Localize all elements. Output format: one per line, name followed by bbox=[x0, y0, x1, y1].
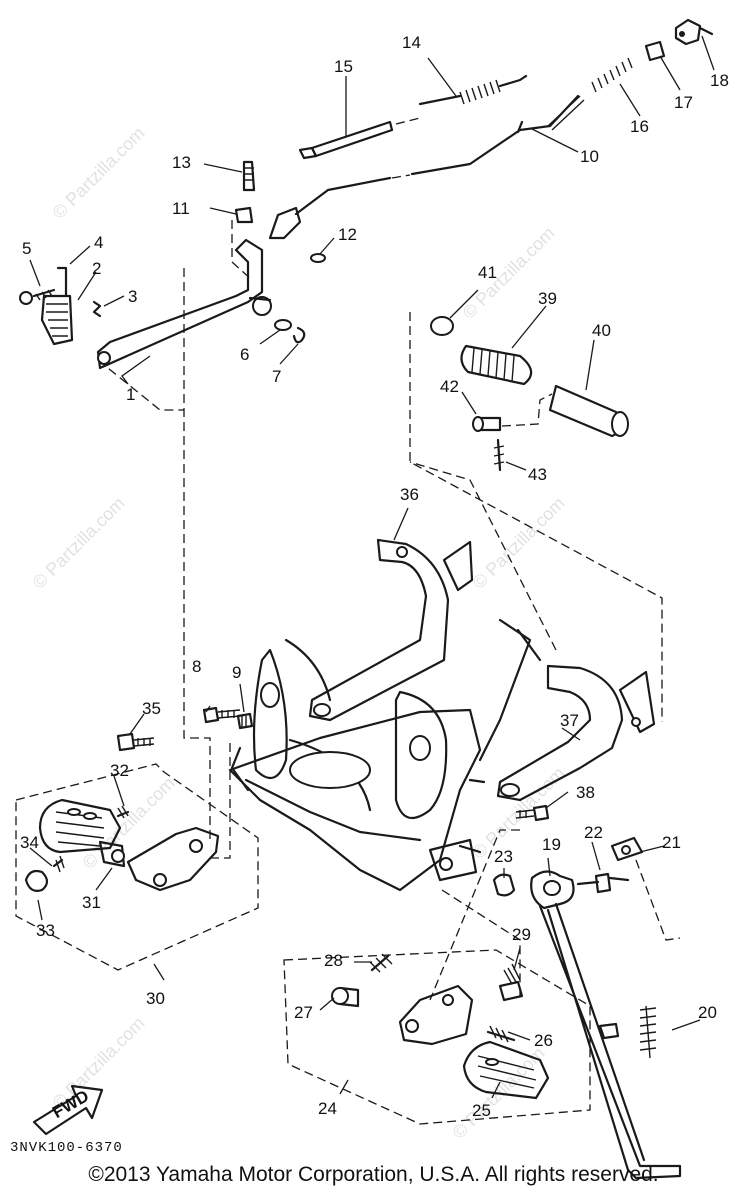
callout-7: 7 bbox=[272, 367, 281, 386]
callout-35: 35 bbox=[142, 699, 161, 718]
callout-9: 9 bbox=[232, 663, 241, 682]
callout-25: 25 bbox=[472, 1101, 491, 1120]
footrest-lower bbox=[283, 949, 591, 1125]
callout-27: 27 bbox=[294, 1003, 313, 1022]
callout-2: 2 bbox=[92, 259, 101, 278]
part-code: 3NVK100-6370 bbox=[10, 1140, 123, 1156]
callout-14: 14 bbox=[402, 33, 421, 52]
callout-5: 5 bbox=[22, 239, 31, 258]
callout-36: 36 bbox=[400, 485, 419, 504]
callout-3: 3 bbox=[128, 287, 137, 306]
callout-26: 26 bbox=[534, 1031, 553, 1050]
callout-41: 41 bbox=[478, 263, 497, 282]
watermark: © Partzilla.com bbox=[29, 493, 129, 593]
side-stand bbox=[429, 829, 682, 1180]
footrest-bracket-right bbox=[496, 664, 656, 802]
callout-6: 6 bbox=[240, 345, 249, 364]
callout-8: 8 bbox=[192, 657, 201, 676]
callout-4: 4 bbox=[94, 233, 103, 252]
callout-21: 21 bbox=[662, 833, 681, 852]
callout-20: 20 bbox=[698, 1003, 717, 1022]
bolts bbox=[116, 706, 550, 822]
callout-11: 11 bbox=[172, 199, 190, 218]
callout-19: 19 bbox=[542, 835, 561, 854]
callout-30: 30 bbox=[146, 989, 165, 1008]
springs-top bbox=[298, 18, 714, 160]
copyright-notice: ©2013 Yamaha Motor Corporation, U.S.A. A… bbox=[88, 1163, 659, 1186]
callout-10: 10 bbox=[580, 147, 599, 166]
callout-22: 22 bbox=[584, 823, 603, 842]
callout-18: 18 bbox=[710, 71, 729, 90]
callout-29: 29 bbox=[512, 925, 531, 944]
callout-37: 37 bbox=[560, 711, 579, 730]
callout-1: 1 bbox=[126, 385, 135, 404]
leader-lines bbox=[29, 35, 715, 1099]
callout-17: 17 bbox=[674, 93, 693, 112]
callout-40: 40 bbox=[592, 321, 611, 340]
frame bbox=[228, 618, 542, 892]
callout-42: 42 bbox=[440, 377, 459, 396]
callout-33: 33 bbox=[36, 921, 55, 940]
footrest-left bbox=[15, 763, 259, 971]
callout-34: 34 bbox=[20, 833, 39, 852]
watermark: © Partzilla.com bbox=[49, 123, 149, 223]
passenger-footrest bbox=[409, 312, 663, 722]
footrest-bracket-left bbox=[308, 538, 474, 722]
callout-23: 23 bbox=[494, 847, 513, 866]
callout-12: 12 bbox=[338, 225, 357, 244]
brake-pedal bbox=[19, 238, 306, 370]
callout-43: 43 bbox=[528, 465, 547, 484]
callout-38: 38 bbox=[576, 783, 595, 802]
assembly-lines bbox=[97, 220, 557, 1000]
callout-16: 16 bbox=[630, 117, 649, 136]
callout-15: 15 bbox=[334, 57, 353, 76]
callouts: 1 2 3 4 5 6 7 8 9 10 11 12 13 14 15 16 1… bbox=[20, 33, 729, 1120]
callout-24: 24 bbox=[318, 1099, 337, 1118]
callout-13: 13 bbox=[172, 153, 191, 172]
callout-28: 28 bbox=[324, 951, 343, 970]
callout-32: 32 bbox=[110, 761, 129, 780]
callout-39: 39 bbox=[538, 289, 557, 308]
watermark: © Partzilla.com bbox=[79, 773, 179, 873]
callout-31: 31 bbox=[82, 893, 101, 912]
brake-rod bbox=[234, 94, 585, 263]
